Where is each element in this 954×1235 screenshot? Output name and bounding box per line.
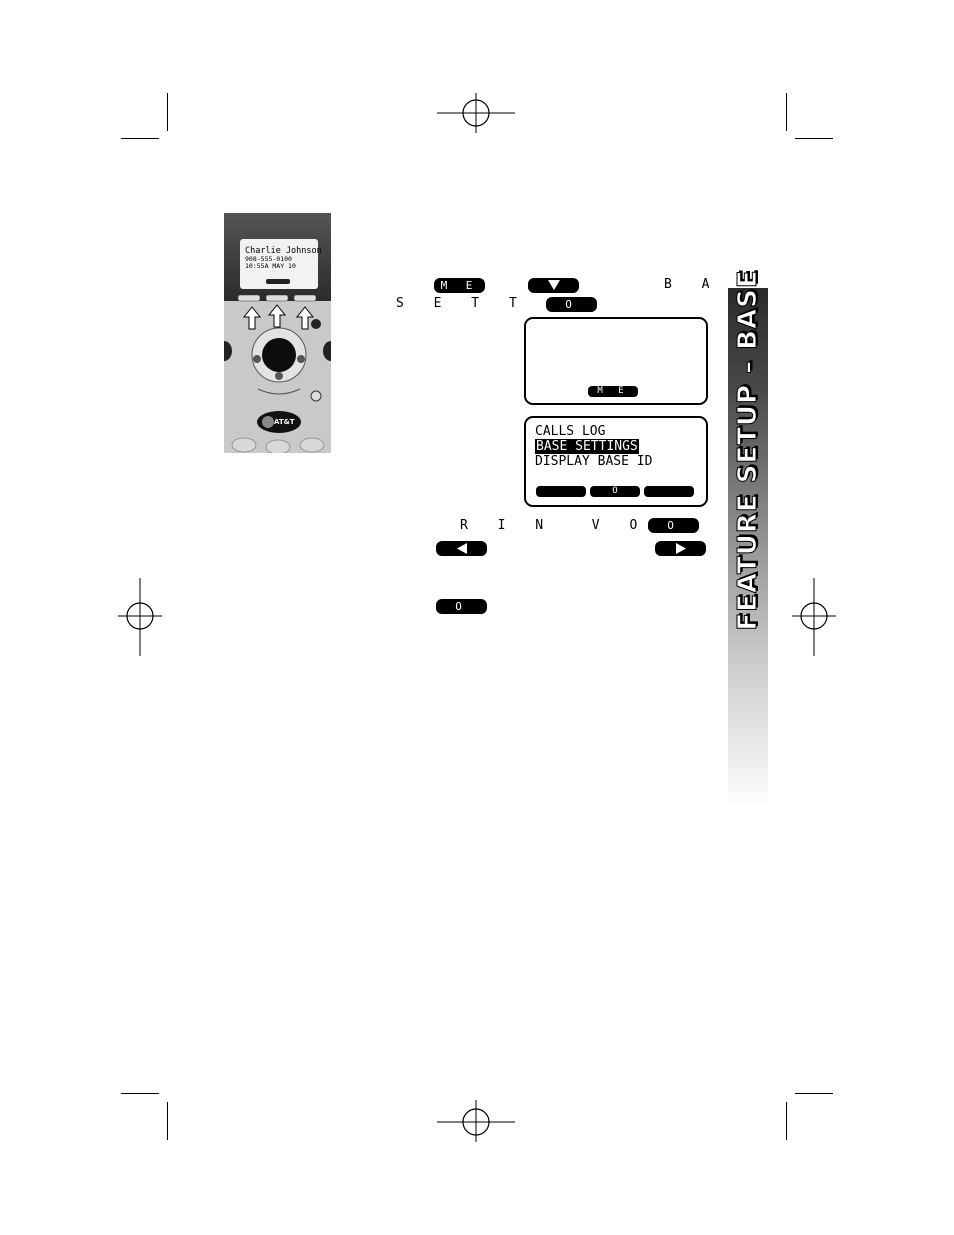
registration-mark-bottom bbox=[437, 1100, 515, 1142]
phone-display-line-2: 908-555-0100 bbox=[245, 255, 292, 263]
phone-illustration: Charlie Johnson 908-555-0100 10:55A MAY … bbox=[224, 213, 331, 453]
lcd-menu-softkey-label: M E bbox=[597, 386, 629, 396]
lcd-screen-idle: M E bbox=[524, 317, 708, 405]
phone-brand-logo: AT&T bbox=[274, 418, 295, 426]
lcd-softkey-left bbox=[536, 486, 586, 497]
lcd-menu-item-display-base-id: DISPLAY BASE ID bbox=[535, 454, 653, 469]
down-key bbox=[528, 278, 579, 293]
lcd-menu-softkey: M E bbox=[588, 386, 638, 397]
menu-key-label: M E bbox=[440, 279, 479, 292]
registration-mark-top bbox=[437, 93, 515, 133]
lcd-softkey-ok: O bbox=[590, 486, 640, 497]
ok-key-step1-label: O bbox=[565, 298, 578, 311]
phone-display-line-3: 10:55A MAY 10 bbox=[245, 262, 296, 270]
left-triangle-icon bbox=[456, 543, 467, 554]
right-triangle-icon bbox=[675, 543, 686, 554]
left-key bbox=[436, 541, 487, 556]
ok-key-step2-label: O bbox=[667, 519, 680, 532]
ok-key-step2: O bbox=[648, 518, 699, 533]
menu-key: M E bbox=[434, 278, 485, 293]
ok-key-step3-label: O bbox=[455, 600, 468, 613]
ok-key-step1: O bbox=[546, 297, 597, 312]
phone-display-line-1: Charlie Johnson bbox=[245, 246, 322, 256]
down-triangle-icon bbox=[547, 280, 560, 290]
section-side-tab bbox=[728, 288, 768, 808]
right-key bbox=[655, 541, 706, 556]
section-side-tab-title: FEATURE SETUP – BASE bbox=[733, 269, 764, 631]
ok-key-step3: O bbox=[436, 599, 487, 614]
step1-second-line-text: S E T T bbox=[396, 296, 528, 311]
lcd-softkey-right bbox=[644, 486, 694, 497]
registration-mark-right bbox=[792, 578, 836, 656]
registration-mark-left bbox=[118, 578, 162, 656]
lcd-menu-item-base-settings: BASE SETTINGS bbox=[535, 439, 639, 454]
lcd-menu-item-calls-log: CALLS LOG bbox=[535, 424, 606, 439]
step1-option-text: B A bbox=[664, 277, 721, 292]
lcd-screen-menu: CALLS LOG BASE SETTINGS DISPLAY BASE ID … bbox=[524, 416, 708, 507]
